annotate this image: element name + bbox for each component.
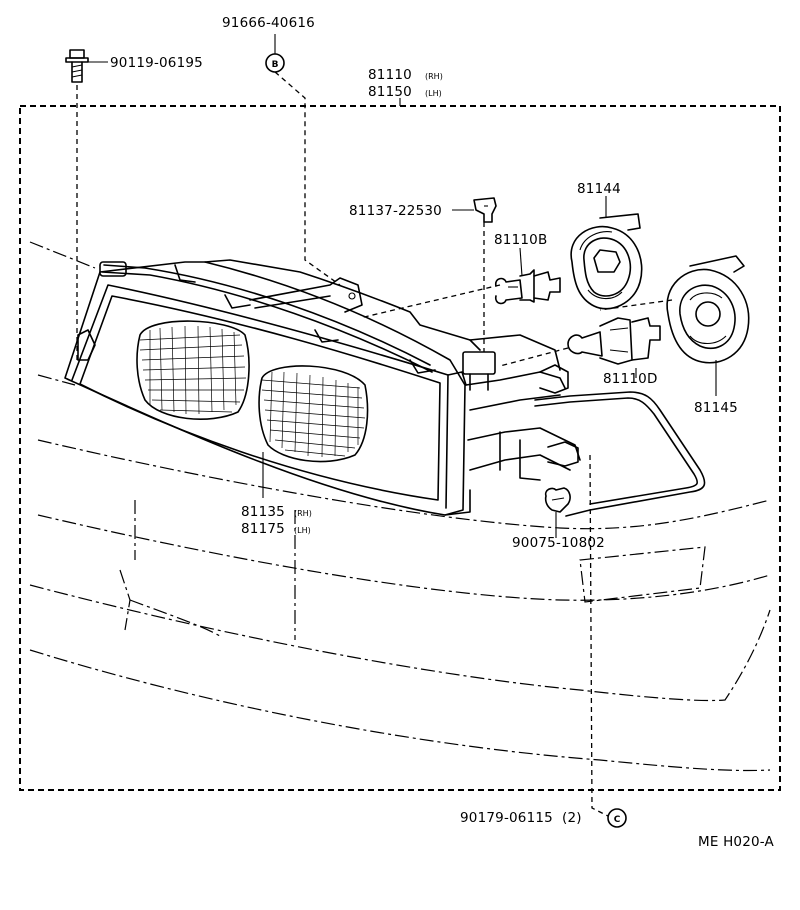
bolt-90119-06195 <box>65 49 89 83</box>
label-headlamp-assy-rh: 81110 <box>368 67 412 83</box>
socket-81144 <box>570 213 643 310</box>
label-nut-qty: (2) <box>562 810 582 826</box>
label-bulb-d: 81110D <box>603 371 658 387</box>
bumper-body-outline <box>29 241 771 772</box>
bulb-90075-10802 <box>544 487 571 513</box>
leader-lines <box>76 34 717 817</box>
label-socket-81145: 81145 <box>694 400 738 416</box>
nut-marker-letter: C <box>614 815 621 825</box>
nut-90179-06115: C <box>607 808 627 828</box>
label-headlamp-assy-rh-side: (RH) <box>425 72 443 81</box>
label-lens-lh: 81175 <box>241 521 285 537</box>
label-bulb-b: 81110B <box>494 232 547 248</box>
label-nut: 90179-06115 <box>460 810 553 826</box>
label-clip: 81137-22530 <box>349 203 442 219</box>
headlamp-housing <box>64 259 581 516</box>
label-screw-grommet: 91666-40616 <box>222 15 315 31</box>
label-lens-rh-side: (RH) <box>294 509 312 518</box>
label-side-bulb: 90075-10802 <box>512 535 605 551</box>
lens-hatching-right <box>258 365 369 463</box>
label-lens-lh-side: (LH) <box>294 526 311 535</box>
diagram-code: ME H020-A <box>698 834 775 850</box>
clip-81137-22530 <box>473 197 497 223</box>
label-lens-rh: 81135 <box>241 504 285 520</box>
wiring-loop <box>534 391 706 517</box>
bulb-81110d <box>567 317 661 365</box>
label-bolt: 90119-06195 <box>110 55 203 71</box>
lens-hatching-left <box>136 320 250 420</box>
label-headlamp-assy-lh-side: (LH) <box>425 89 442 98</box>
grommet-marker-letter: B <box>272 60 279 70</box>
socket-81145 <box>666 255 750 364</box>
grommet-91666-40616: B <box>265 53 285 73</box>
bulb-81110b <box>494 269 561 305</box>
label-headlamp-assy-lh: 81150 <box>368 84 412 100</box>
label-socket-81144: 81144 <box>577 181 621 197</box>
